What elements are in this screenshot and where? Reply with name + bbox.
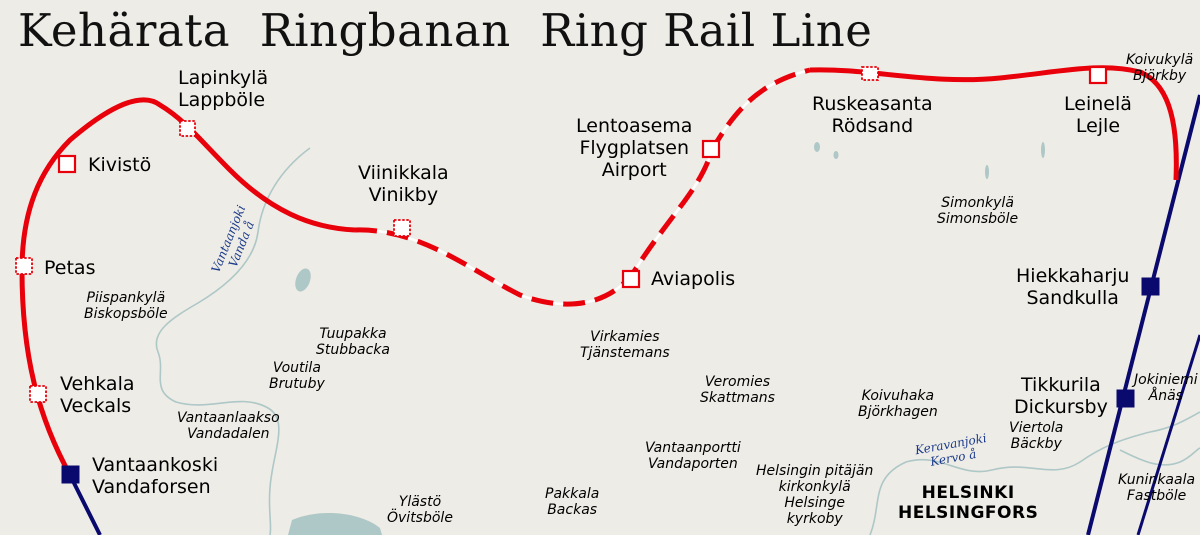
station-label-petas[interactable]: Petas	[44, 257, 96, 279]
lakes	[288, 142, 1045, 535]
station-leinela-marker[interactable]	[1088, 65, 1108, 85]
station-ruskeasanta-marker[interactable]	[861, 66, 879, 81]
main-railway-line-east-2	[1136, 334, 1200, 535]
station-label-hiekkaharju[interactable]: Hiekkaharju Sandkulla	[1016, 265, 1130, 309]
station-vantaankoski-marker[interactable]	[61, 465, 80, 484]
station-label-tikkurila[interactable]: Tikkurila Dickursby	[1014, 374, 1108, 418]
tributary	[1119, 447, 1200, 466]
station-label-vehkala[interactable]: Vehkala Veckals	[60, 373, 135, 417]
station-viinikkala-marker[interactable]	[393, 219, 411, 237]
station-label-viinikkala[interactable]: Viinikkala Vinikby	[358, 162, 449, 206]
station-petas-marker[interactable]	[15, 257, 33, 275]
station-lentoasema-marker[interactable]	[701, 139, 721, 159]
area-label-koivuhaka: Koivuhaka Björkhagen	[858, 388, 938, 421]
station-label-ruskeasanta[interactable]: Ruskeasanta Rödsand	[812, 93, 933, 137]
lake	[1041, 142, 1045, 158]
lake	[288, 513, 382, 535]
area-label-kuninkaala: Kuninkaala Fastböle	[1118, 472, 1196, 505]
area-label-koivukyla: Koivukylä Björkby	[1126, 52, 1194, 85]
station-aviapolis-marker[interactable]	[621, 269, 641, 289]
lake	[814, 142, 820, 152]
lake	[985, 165, 989, 179]
lake	[833, 151, 839, 159]
vantaanjoki-river	[155, 147, 311, 535]
station-label-vantaankoski[interactable]: Vantaankoski Vandaforsen	[92, 454, 219, 498]
water-features	[155, 147, 1200, 535]
area-label-piispankyla: Piispankylä Biskopsböle	[84, 290, 168, 323]
station-label-kivisto[interactable]: Kivistö	[88, 154, 152, 176]
station-hiekkaharju-marker[interactable]	[1141, 277, 1160, 296]
main-railway-line-east	[1086, 94, 1200, 535]
area-label-veromies: Veromies Skattmans	[700, 374, 775, 407]
map-title: Kehärata Ringbanan Ring Rail Line	[18, 4, 873, 57]
area-label-pakkala: Pakkala Backas	[545, 486, 600, 519]
area-label-viertola: Viertola Bäckby	[1009, 420, 1064, 453]
area-label-jokiniemi: Jokiniemi Ånäs	[1134, 372, 1198, 405]
station-vehkala-marker[interactable]	[29, 385, 47, 403]
city-label-helsinki: HELSINKI HELSINGFORS	[898, 483, 1039, 523]
lake	[295, 268, 311, 292]
station-label-leinela[interactable]: Leinelä Lejle	[1064, 93, 1132, 137]
station-label-lentoasema[interactable]: Lentoasema Flygplatsen Airport	[576, 115, 693, 181]
area-label-simonkyla: Simonkylä Simonsböle	[937, 195, 1019, 228]
area-label-vantaanlaakso: Vantaanlaakso Vandadalen	[177, 410, 280, 443]
area-label-virkamies: Virkamies Tjänstemans	[580, 329, 670, 362]
area-label-tuupakka: Tuupakka Stubbacka	[316, 326, 390, 359]
station-tikkurila-marker[interactable]	[1116, 389, 1135, 408]
ring-rail-line-solid	[19, 97, 356, 477]
station-lapinkyla-marker[interactable]	[179, 120, 196, 137]
station-label-aviapolis[interactable]: Aviapolis	[651, 268, 736, 290]
ring-rail-line-east	[809, 65, 1179, 181]
station-kivisto-marker[interactable]	[57, 154, 77, 174]
area-label-voutila: Voutila Brutuby	[269, 360, 325, 393]
main-railway-line-west	[68, 474, 102, 535]
area-label-helsingin-pitaja: Helsingin pitäjän kirkonkylä Helsinge ky…	[756, 463, 874, 528]
keravanjoki-river	[869, 411, 1200, 535]
station-label-lapinkyla[interactable]: Lapinkylä Lappböle	[178, 67, 269, 111]
area-label-vantaanportti: Vantaanportti Vandaporten	[645, 440, 741, 473]
area-label-ylasto: Ylästö Övitsböle	[387, 494, 453, 527]
